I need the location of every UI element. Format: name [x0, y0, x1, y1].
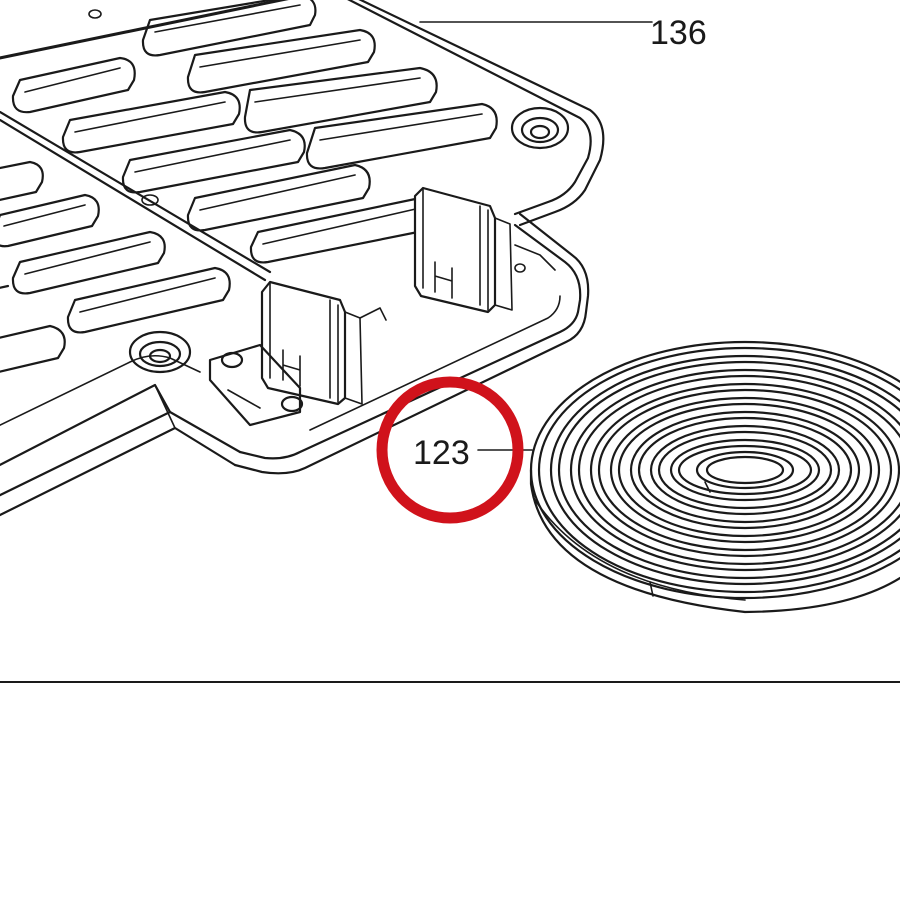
screw-boss-right — [510, 106, 570, 150]
callout-label-123: 123 — [413, 434, 470, 472]
screw-boss-left — [128, 330, 192, 374]
highlight-circle — [376, 376, 524, 524]
callout-label-136: 136 — [650, 14, 707, 52]
coiled-gasket — [529, 340, 900, 614]
screw-tab — [208, 343, 304, 427]
grille-slots — [0, 0, 498, 373]
grille-tray — [0, 0, 605, 517]
mounting-clip-left — [260, 280, 363, 406]
mounting-clip-right — [413, 186, 513, 314]
